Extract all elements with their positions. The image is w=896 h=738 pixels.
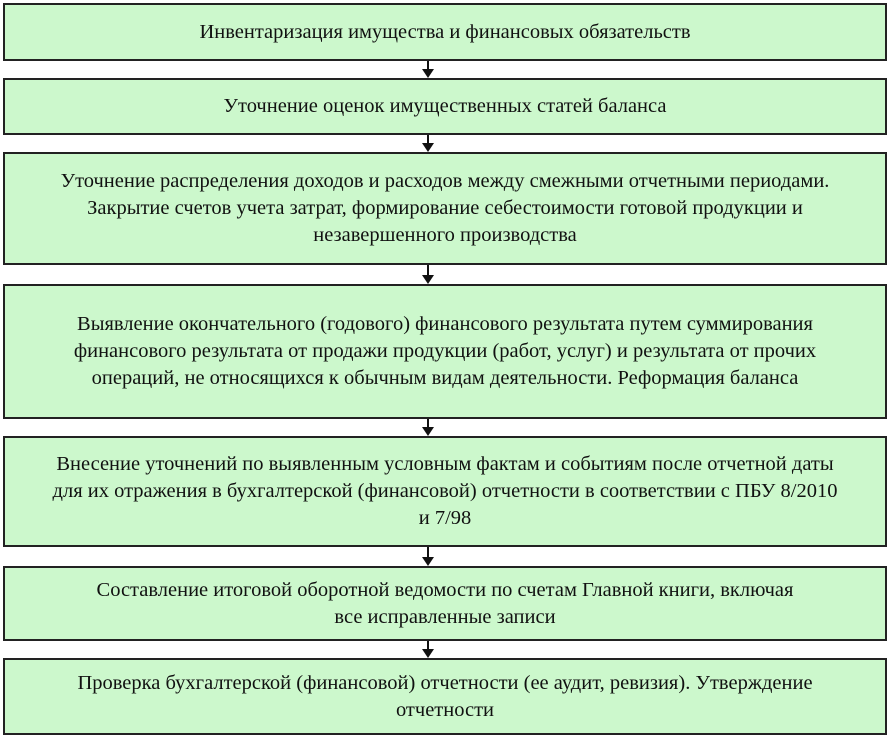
step-1-box: Инвентаризация имущества и финансовых об… (3, 3, 887, 61)
step-6-box: Составление итоговой оборотной ведомости… (3, 566, 887, 641)
step-5-text: Внесение уточнений по выявленным условны… (52, 453, 838, 529)
step-6-text: Составление итоговой оборотной ведомости… (96, 578, 794, 628)
arrow-down-icon (421, 265, 435, 284)
arrow-down-icon (421, 547, 435, 566)
step-1-text: Инвентаризация имущества и финансовых об… (199, 20, 691, 43)
arrow-down-icon (421, 419, 435, 436)
arrow-down-icon (421, 641, 435, 658)
step-2-text: Уточнение оценок имущественных статей ба… (223, 95, 667, 117)
step-7-text: Проверка бухгалтерской (финансовой) отче… (77, 671, 813, 721)
arrow-down-icon (421, 61, 435, 78)
step-4-box: Выявление окончательного (годового) фина… (3, 284, 887, 419)
step-4-text: Выявление окончательного (годового) фина… (73, 313, 817, 389)
arrow-down-icon (421, 135, 435, 152)
step-7-box: Проверка бухгалтерской (финансовой) отче… (3, 658, 887, 735)
step-2-box: Уточнение оценок имущественных статей ба… (3, 78, 887, 135)
step-3-text: Уточнение распределения доходов и расход… (60, 170, 830, 246)
step-5-box: Внесение уточнений по выявленным условны… (3, 436, 887, 547)
step-3-box: Уточнение распределения доходов и расход… (3, 152, 887, 265)
